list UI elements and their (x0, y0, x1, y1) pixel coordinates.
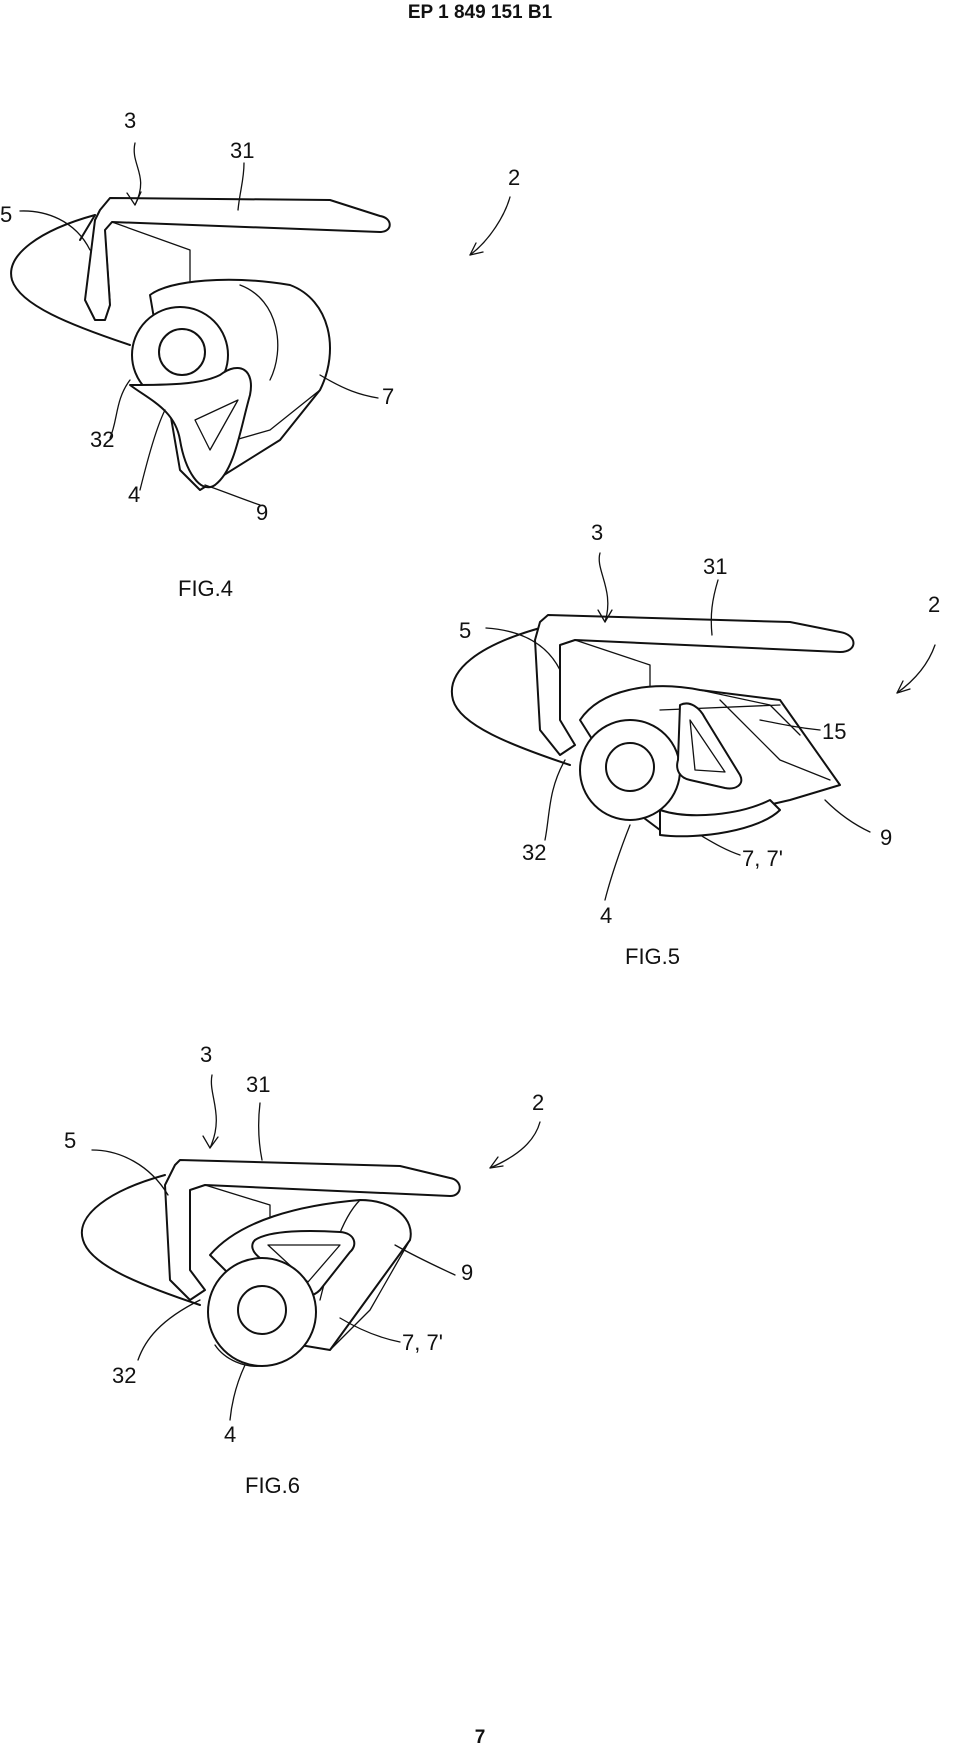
fig5-label-31: 31 (703, 554, 727, 579)
page-number: 7 (474, 1727, 486, 1748)
fig5-label-32: 32 (522, 840, 546, 865)
figure-5-drawing (450, 614, 855, 838)
fig4-label-4: 4 (128, 482, 140, 507)
fig4-label-3: 3 (124, 108, 136, 133)
fig6-label-31: 31 (246, 1072, 270, 1097)
fig4-label-7: 7 (382, 384, 394, 409)
fig6-label-32: 32 (112, 1363, 136, 1388)
figure-5-leaders (485, 552, 936, 901)
fig4-label-9: 9 (256, 500, 268, 525)
fig4-label-32: 32 (90, 427, 114, 452)
fig4-label-5: 5 (0, 202, 12, 227)
figure-6-drawing (80, 1159, 461, 1367)
figure-4: 3 31 2 5 7 32 4 9 FIG.4 (0, 108, 520, 601)
fig5-label-15: 15 (822, 719, 846, 744)
fig5-label-4: 4 (600, 903, 612, 928)
figure-5: 3 31 2 5 15 32 7, 7' 9 4 FIG.5 (450, 520, 940, 969)
fig6-label-4: 4 (224, 1422, 236, 1447)
fig6-label-2: 2 (532, 1090, 544, 1115)
fig4-label-2: 2 (508, 165, 520, 190)
fig6-label-3: 3 (200, 1042, 212, 1067)
figure-4-drawing (10, 197, 391, 491)
fig5-label-7-7prime: 7, 7' (742, 846, 783, 871)
fig5-label-5: 5 (459, 618, 471, 643)
fig5-caption: FIG.5 (625, 944, 680, 969)
fig6-label-7-7prime: 7, 7' (402, 1330, 443, 1355)
fig4-caption: FIG.4 (178, 576, 233, 601)
fig6-caption: FIG.6 (245, 1473, 300, 1498)
fig5-label-2: 2 (928, 592, 940, 617)
figure-4-leaders (19, 142, 511, 506)
fig6-label-9: 9 (461, 1260, 473, 1285)
fig5-label-3: 3 (591, 520, 603, 545)
figure-6: 3 31 2 5 9 7, 7' 32 4 FIG.6 (64, 1042, 544, 1498)
fig6-label-5: 5 (64, 1128, 76, 1153)
fig5-label-9: 9 (880, 825, 892, 850)
document-number: EP 1 849 151 B1 (407, 2, 553, 23)
fig4-label-31: 31 (230, 138, 254, 163)
figure-6-leaders (91, 1074, 541, 1421)
